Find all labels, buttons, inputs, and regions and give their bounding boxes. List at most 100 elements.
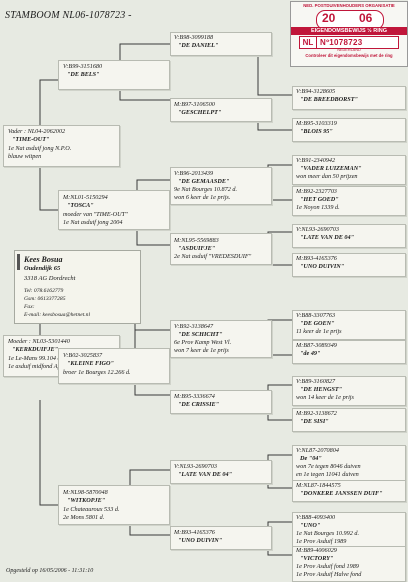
g4-4-ring: V:NL93-2690703 (296, 226, 339, 233)
ss-name: "DE BELS" (67, 71, 100, 78)
g4-0-ring: V:B94-3128605 (296, 88, 336, 95)
g3-7-card (170, 526, 272, 550)
certificate-band: EIGENDOMSBEWIJS ½ RING (291, 27, 407, 35)
dam-line2: 1e asduif midfond Afd 5 (8, 363, 68, 370)
g4-13-name: "VICTORY" (300, 555, 334, 562)
dd-line1: 1e Chateauroux 533 d. (63, 506, 120, 513)
g4-3-card (292, 186, 406, 216)
g3-2-card (170, 167, 272, 205)
sire-line1: 1e Nat asduif jong N.P.O. (8, 145, 72, 152)
g3-3-line1: 2e Nat asduif "VREDESDUIF" (174, 253, 252, 260)
g4-9-card (292, 408, 406, 432)
g3-0-name: "DE DANIEL" (178, 42, 219, 49)
dd-card (58, 485, 170, 525)
ds-card (58, 348, 170, 384)
g3-7-name: "UNO DUIVIN" (178, 537, 223, 544)
owner-gsm: Gsm: 0613377285 (24, 296, 66, 302)
sire-name: "TIME-OUT" (12, 136, 50, 143)
g4-6-card (292, 310, 406, 340)
g4-2-line1: won meer dan 50 prijzen (296, 173, 358, 180)
g4-3-line1: 1e Noyon 1339 d. (296, 204, 340, 211)
g3-5-ring: M:B95-3336674 (174, 393, 215, 400)
g3-6-ring: V:NL93-2690703 (174, 463, 217, 470)
g4-7-name: "de 49" (300, 350, 321, 357)
g4-10-ring: V:NL87-2070804 (296, 447, 339, 454)
g4-4-name: "LATE VAN DE 04" (300, 234, 355, 241)
g4-1-card (292, 118, 406, 142)
dd-name: "WITKOPJE" (67, 497, 106, 504)
g4-6-line1: 11 keer de 1e prijs (296, 328, 342, 335)
owner-city: 3318 AG Dordrecht (24, 275, 76, 282)
g4-4-card (292, 224, 406, 248)
g3-2-line2: won 6 keer de 1e prijs. (174, 194, 231, 201)
g3-4-line2: won 7 keer de 1e prijs (174, 347, 229, 354)
certificate-country: NEDERLAND (337, 48, 361, 52)
dam-ring: Moeder : NL03-5301440 (8, 338, 70, 345)
ds-ring: V:B02-3025837 (63, 352, 103, 359)
g4-7-ring: M:B87-3089349 (296, 342, 337, 349)
g3-5-name: "DE CRISSIE" (178, 401, 220, 408)
g3-6-name: "LATE VAN DE 04" (178, 471, 233, 478)
g3-3-card (170, 233, 272, 265)
g3-4-name: "DE SCHICHT" (178, 331, 223, 338)
g4-13-line2: 1e Prov Asduif Halve fond (296, 571, 362, 578)
g3-5-card (170, 390, 272, 414)
g4-1-ring: M:B95-3103319 (296, 120, 337, 127)
g4-11-card (292, 480, 406, 502)
sire-ring-text: Vader : NL04-2062002 (8, 128, 66, 135)
owner-email[interactable]: E-mail: keesbosua@hetnet.nl (24, 312, 91, 318)
dam-line1: 1e Le-Mans 99.104 duiven (8, 355, 74, 362)
g3-4-card (170, 320, 272, 358)
g4-10-name: De "04" (300, 455, 322, 462)
g3-0-ring: V:B98-3099188 (174, 34, 214, 41)
certificate-header: NED. POSTDUIVENHOUDERS ORGANISATIE (303, 3, 395, 8)
owner-tel: Tel: 078.6162779 (24, 288, 64, 294)
g4-0-name: "DE BREEDBORST" (300, 96, 358, 103)
dd-line2: 2e Mons 5801 d. (63, 514, 105, 521)
g4-9-ring: M:B92-3138672 (296, 410, 337, 417)
sd-line1: moeder van "TIME-OUT" (63, 211, 128, 218)
dd-ring: M:NL98-5870048 (63, 489, 108, 496)
sire-ring: Vader : NL04-2062002 (8, 128, 65, 136)
g4-3-name: "HET GOED" (300, 196, 339, 203)
g4-1-name: "BLOIS 95" (300, 128, 333, 135)
sd-card (58, 190, 170, 230)
g4-7-card (292, 340, 406, 364)
g3-6-card (170, 460, 272, 484)
g4-10-card (292, 445, 406, 482)
g4-11-name: "DONKERE JANSSEN DUIF" (300, 490, 383, 497)
owner-fax: Fax: (24, 304, 35, 310)
g4-12-line2: 1e Prov Asduif 1989 (296, 538, 347, 545)
g4-2-name: "VADER LUIZEMAN" (300, 165, 362, 172)
sire-card (3, 125, 120, 167)
g4-0-card (292, 86, 406, 110)
g4-10-line2: en 1e tegen 11041 duiven (296, 471, 359, 478)
ds-name: "KLEINE FIGO" (67, 360, 114, 367)
g3-2-ring: V:B96-2013439 (174, 170, 214, 177)
g4-5-name: "UNO DUIVIN" (300, 263, 345, 270)
g4-5-card (292, 253, 406, 277)
dam-name: "KERKDUIFJE" (12, 346, 59, 353)
owner-name: Kees Bosua (24, 255, 63, 264)
g4-12-line1: 1e Nat Bourges 10.992 d. (296, 530, 360, 537)
g3-1-ring: M:B97-3106500 (174, 101, 215, 108)
g4-8-ring: V:B89-3160827 (296, 378, 336, 385)
g3-4-ring: V:B92-3138647 (174, 323, 214, 330)
g4-3-ring: M:B92-2327703 (296, 188, 337, 195)
page-title: STAMBOOM NL06-1078723 - (5, 10, 132, 21)
sd-line2: 1e Nat asduif jong 2004 (63, 219, 123, 226)
year-left: 20 (322, 11, 336, 25)
sd-ring: M:NL01-5150294 (63, 194, 108, 201)
g4-8-card (292, 376, 406, 406)
owner-street: Oudendijk 65 (24, 265, 61, 272)
g4-8-name: "DE HENGST" (300, 386, 343, 393)
g3-2-name: "DE GEMAASDE" (178, 178, 230, 185)
owner-accent-bar (17, 254, 20, 270)
ds-line1: broer 1e Bourges 12.266 d. (63, 369, 131, 376)
g3-7-ring: M:B93-4165376 (174, 529, 215, 536)
sire-line2: blauw witpen (8, 153, 42, 160)
g3-4-line1: 6e Prov Kamp West Vl. (174, 339, 232, 346)
g4-8-line1: won 14 keer de 1e prijs (296, 394, 354, 401)
ownership-certificate: NED. POSTDUIVENHOUDERS ORGANISATIE 20 06… (290, 1, 408, 67)
